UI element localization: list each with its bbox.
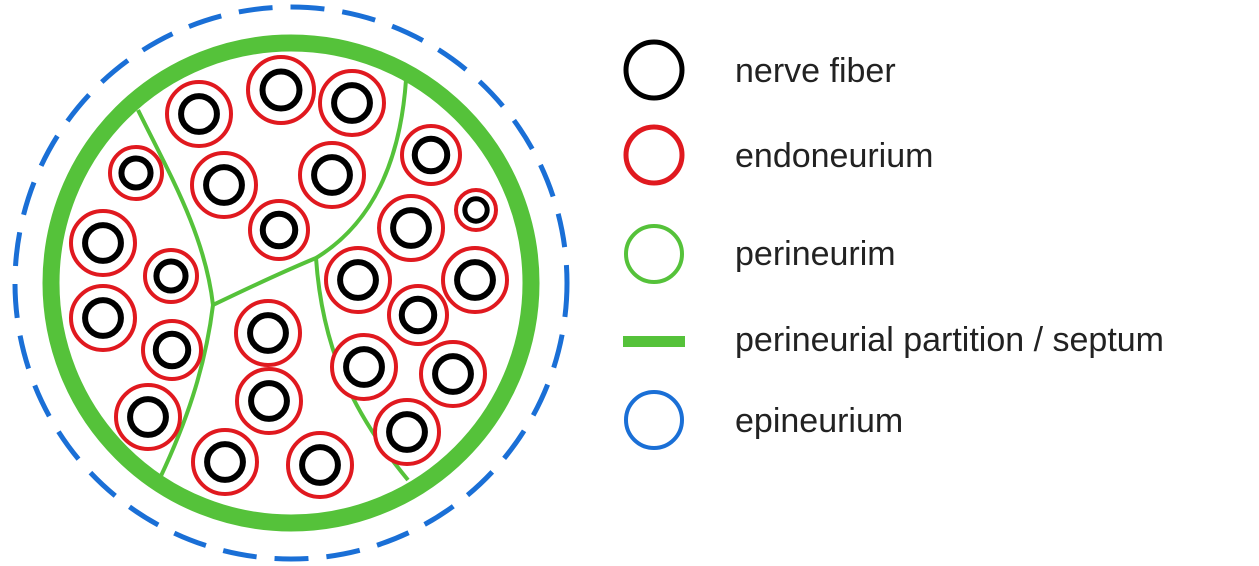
nerve-fiber-unit: [110, 147, 162, 199]
nerve-fiber-unit: [389, 286, 447, 344]
nerve-fiber-ring: [156, 261, 185, 290]
nerve-fiber-unit: [320, 71, 384, 135]
nerve-fiber-ring: [457, 262, 493, 298]
nerve-fiber-unit: [71, 286, 135, 350]
nerve-fiber-unit: [402, 126, 460, 184]
legend-label-perineurial-partition: perineurial partition / septum: [735, 323, 1164, 357]
nerve-fiber-unit: [167, 82, 231, 146]
nerve-fiber-ring: [302, 447, 338, 483]
nerve-fiber-unit: [456, 190, 496, 230]
green-bar-icon: [623, 336, 685, 347]
nerve-fiber-ring: [85, 300, 121, 336]
nerve-fiber-unit: [332, 335, 396, 399]
nerve-fiber-unit: [300, 143, 364, 207]
nerve-fiber-ring: [207, 444, 243, 480]
legend-label-nerve-fiber: nerve fiber: [735, 54, 896, 88]
nerve-fiber-ring: [130, 399, 166, 435]
nerve-fiber-ring: [250, 315, 286, 351]
nerve-fiber-ring: [314, 157, 350, 193]
nerve-fiber-ring: [263, 214, 295, 246]
nerve-fiber-unit: [237, 369, 301, 433]
nerve-fiber-unit: [116, 385, 180, 449]
nerve-fiber-ring: [389, 414, 425, 450]
black-circle-icon: [626, 42, 682, 98]
legend-label-perineurium: perineurim: [735, 237, 896, 271]
nerve-fiber-ring: [393, 210, 429, 246]
nerve-fiber-unit: [421, 342, 485, 406]
nerve-fiber-unit: [248, 57, 314, 123]
nerve-fiber-unit: [143, 321, 201, 379]
nerve-fiber-unit: [193, 430, 257, 494]
nerve-fiber-unit: [236, 301, 300, 365]
nerve-fiber-unit: [379, 196, 443, 260]
nerve-fiber-unit: [250, 201, 308, 259]
nerve-fiber-ring: [263, 72, 300, 109]
nerve-fiber-ring: [121, 158, 150, 187]
nerve-fiber-unit: [288, 433, 352, 497]
nerve-fiber-ring: [156, 334, 188, 366]
nerve-fiber-ring: [334, 85, 370, 121]
nerve-fiber-ring: [465, 199, 487, 221]
nerve-fiber-ring: [85, 225, 121, 261]
nerve-fiber-ring: [415, 139, 447, 171]
nerve-fiber-ring: [206, 167, 242, 203]
legend: [623, 42, 685, 448]
nerve-fiber-unit: [71, 211, 135, 275]
legend-label-epineurium: epineurium: [735, 404, 903, 438]
nerve-fiber-ring: [346, 349, 382, 385]
nerve-fiber-ring: [435, 356, 471, 392]
green-circle-icon: [626, 226, 682, 282]
nerve-fiber-unit: [145, 250, 197, 302]
nerve-fiber-unit: [443, 248, 507, 312]
nerve-fiber-ring: [340, 262, 376, 298]
nerve-fiber-unit: [326, 248, 390, 312]
red-circle-icon: [626, 127, 682, 183]
nerve-fiber-ring: [251, 383, 287, 419]
legend-label-endoneurium: endoneurium: [735, 139, 933, 173]
nerve-fiber-unit: [192, 153, 256, 217]
nerve-fiber-ring: [181, 96, 217, 132]
nerve-fiber-unit: [375, 400, 439, 464]
blue-circle-icon: [626, 392, 682, 448]
nerve-fiber-ring: [402, 299, 434, 331]
